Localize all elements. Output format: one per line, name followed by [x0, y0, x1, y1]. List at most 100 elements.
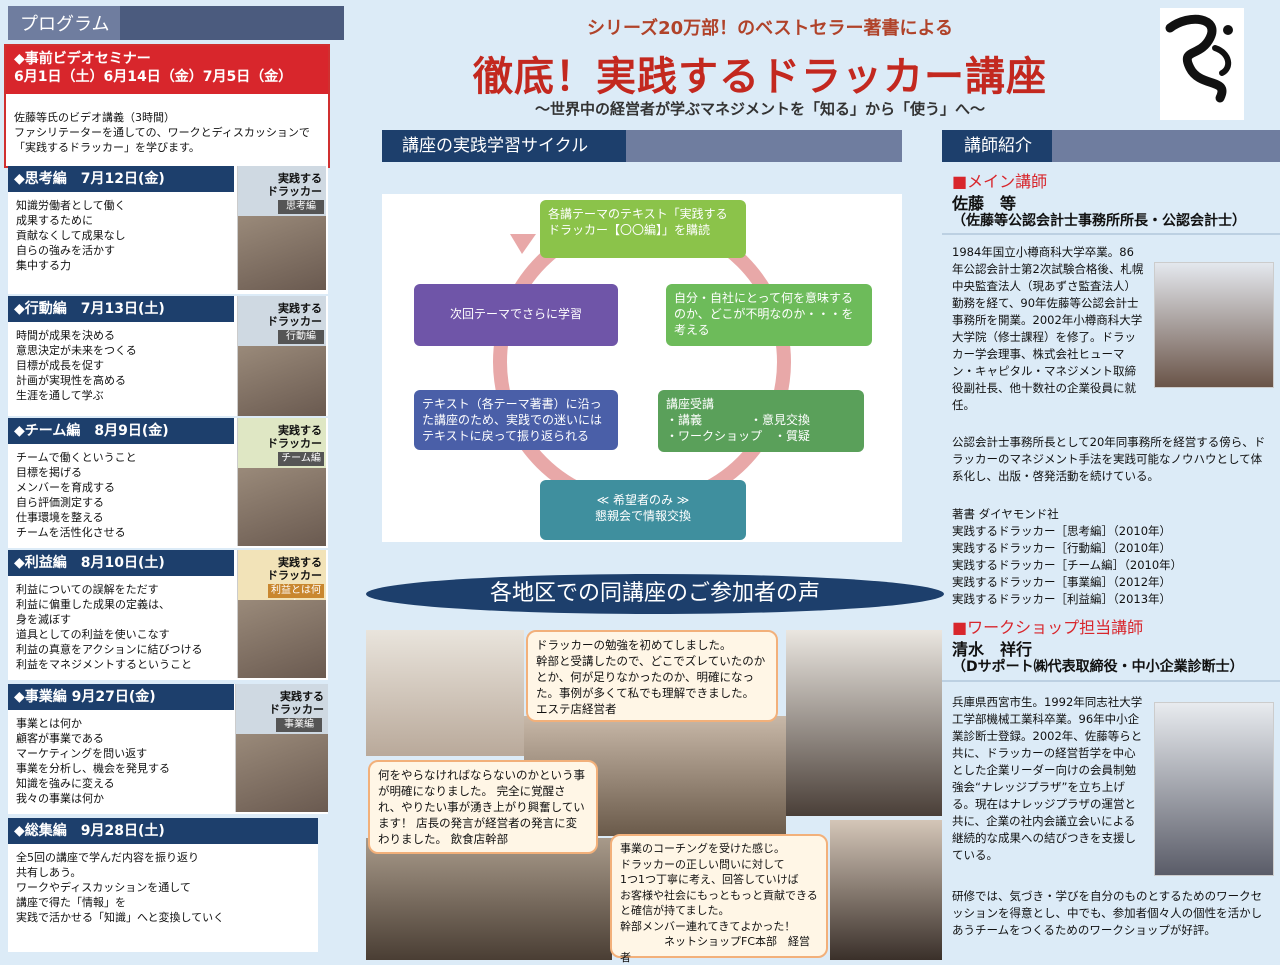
main-instructor-affiliation: （佐藤等公認会計士事務所所長・公認会計士） [952, 213, 1246, 229]
section-line: 仕事環境を整える [16, 511, 104, 524]
section-title: ◆事業編 9月27日(金) [8, 684, 234, 710]
section-line: 共有しあう。 [16, 866, 82, 879]
intro-seminar: ◆事前ビデオセミナー 6月1日（土）6月14日（金）7月5日（金） 佐藤等氏のビ… [4, 44, 330, 168]
main-instructor-label: ■メイン講師 [952, 172, 1048, 191]
cycle-diagram: 各講テーマのテキスト「実践するドラッカー【〇〇編】」を購読 自分・自社にとって何… [382, 194, 902, 542]
section-team: ◆チーム編 8月9日(金) チームで働くということ 目標を掲げる メンバーを育成… [8, 418, 328, 548]
book-band: 事業編 [276, 718, 322, 732]
section-line: 成果するために [16, 214, 93, 227]
ws-instructor-affiliation: （Dサポート㈱代表取締役・中小企業診断士） [952, 659, 1244, 675]
section-line: ワークやディスカッションを通して [16, 881, 191, 894]
photo-lecture-1 [366, 630, 524, 756]
cycle-step-social: ≪ 希望者のみ ≫ 懇親会で情報交換 [540, 480, 746, 540]
section-line: 我々の事業は何か [16, 792, 104, 805]
book-item: 実践するドラッカー［チーム編］（2010年） [952, 558, 1183, 572]
section-line: 利益についての誤解をただす [16, 583, 159, 596]
ws-instructor-name: 清水 祥行 [952, 640, 1033, 659]
section-line: 利益に偏重した成果の定義は、 [16, 598, 170, 611]
book-band: チーム編 [278, 452, 324, 466]
section-line: 目標を掲げる [16, 466, 82, 479]
section-line: メンバーを育成する [16, 481, 115, 494]
brush-logo-icon [1165, 14, 1233, 103]
main-instructor-bio-2: 公認会計士事務所長として20年同事務所を経営する傍ら、ドラッカーのマネジメント手… [952, 435, 1266, 483]
cycle-heading: 講座の実践学習サイクル [402, 136, 589, 156]
section-line: 利益をマネジメントするということ [16, 658, 192, 671]
section-line: 講座で得た「情報」を [16, 896, 126, 909]
section-line: 全5回の講座で学んだ内容を振り返り [16, 851, 199, 864]
book-item: 実践するドラッカー［行動編］（2010年） [952, 541, 1172, 555]
section-line: 集中する力 [16, 259, 71, 272]
page-title: 徹底！実践するドラッカー講座 [473, 54, 1047, 100]
section-thinking: ◆思考編 7月12日(金) 知識労働者として働く 成果するために 貢献なくして成… [8, 166, 328, 294]
ws-instructor-photo [1154, 702, 1274, 876]
book-band: 利益とは何か [268, 584, 324, 610]
instructors-heading-tab [942, 130, 1052, 162]
book-portrait [238, 600, 326, 678]
divider [942, 233, 1280, 235]
section-body: 時間が成果を決める 意思決定が未来をつくる 目標が成長を促す 計画が実現性を高め… [8, 322, 328, 403]
book-item: 実践するドラッカー［思考編］（2010年） [952, 524, 1172, 538]
intro-line: 佐藤等氏のビデオ講義（3時間） [14, 111, 175, 124]
voice-bubble-3: 事業のコーチングを受けた感じ。 ドラッカーの正しい問いに対して 1つ1つ丁寧に考… [610, 834, 828, 964]
section-body: チームで働くということ 目標を掲げる メンバーを育成する 自ら評価測定する 仕事… [8, 444, 328, 540]
instructors-heading: 講師紹介 [964, 136, 1032, 156]
section-line: 生涯を通して学ぶ [16, 389, 104, 402]
instructors-heading-fill [1052, 130, 1280, 162]
section-title: ◆利益編 8月10日(土) [8, 550, 234, 576]
section-line: チームで働くということ [16, 451, 137, 464]
book-portrait [238, 216, 326, 290]
main-instructor-photo [1154, 262, 1274, 388]
program-header: プログラム [8, 6, 344, 40]
section-line: 時間が成果を決める [16, 329, 115, 342]
book-title: 実践する ドラッカー [267, 424, 322, 450]
section-line: 知識を強みに変える [16, 777, 115, 790]
program-column: プログラム ◆事前ビデオセミナー 6月1日（土）6月14日（金）7月5日（金） … [0, 0, 345, 960]
book-band: 思考編 [278, 200, 324, 214]
books-label: 著書 ダイヤモンド社 [952, 507, 1059, 521]
book-title: 実践する ドラッカー [267, 172, 322, 198]
section-line: 貢献なくして成果なし [16, 229, 126, 242]
section-line: 道具としての利益を使いこなす [16, 628, 170, 641]
section-line: 意思決定が未来をつくる [16, 344, 137, 357]
section-line: 知識労働者として働く [16, 199, 126, 212]
section-line: 事業とは何か [16, 717, 82, 730]
divider [942, 680, 1280, 682]
section-body: 全5回の講座で学んだ内容を振り返り 共有しあう。 ワークやディスカッションを通し… [8, 844, 318, 925]
book-portrait [238, 468, 326, 546]
photo-participant [830, 820, 942, 960]
voices-heading: 各地区での同講座のご参加者の声 [366, 574, 944, 614]
section-line: 自らの強みを活かす [16, 244, 115, 257]
main-instructor-name: 佐藤 等 [952, 194, 1017, 213]
section-line: 計画が実現性を高める [16, 374, 126, 387]
section-title: ◆行動編 7月13日(土) [8, 296, 234, 322]
book-cover-team: 実践する ドラッカー チーム編 [237, 418, 326, 546]
intro-seminar-body: 佐藤等氏のビデオ講義（3時間） ファシリテーターを通しての、ワークとディスカッシ… [6, 94, 328, 155]
section-line: 身を滅ぼす [16, 613, 71, 626]
cycle-step-attend: 講座受講 ・講義 ・意見交換 ・ワークショップ ・質疑 [658, 390, 864, 452]
section-title: ◆チーム編 8月9日(金) [8, 418, 234, 444]
cycle-heading-tab [382, 130, 626, 162]
program-header-tab [8, 6, 120, 40]
section-body: 利益についての誤解をただす 利益に偏重した成果の定義は、 身を滅ぼす 道具として… [8, 576, 328, 672]
ws-instructor-bio-2: 研修では、気づき・学びを自分のものとするためのワークセッションを得意とし、中でも… [952, 889, 1263, 937]
cycle-heading-fill [626, 130, 902, 162]
section-profit: ◆利益編 8月10日(土) 利益についての誤解をただす 利益に偏重した成果の定義… [8, 550, 328, 680]
brush-logo [1160, 8, 1244, 120]
cycle-step-review: テキスト（各テーマ著書）に沿った講座のため、実践での迷いにはテキストに戻って振り… [414, 390, 618, 450]
instructors-heading-bar: 講師紹介 [942, 130, 1280, 162]
cycle-step-think: 自分・自社にとって何を意味するのか、どこが不明なのか・・・を考える [666, 284, 872, 346]
section-line: 顧客が事業である [16, 732, 104, 745]
section-line: チームを活性化させる [16, 526, 126, 539]
intro-seminar-dates: 6月1日（土）6月14日（金）7月5日（金） [14, 69, 293, 85]
section-line: 目標が成長を促す [16, 359, 104, 372]
intro-seminar-title: ◆事前ビデオセミナー [14, 51, 151, 67]
ws-instructor-bio: 兵庫県西宮市生。1992年同志社大学工学部機械工業科卒業。96年中小企業診断士登… [952, 695, 1143, 862]
section-action: ◆行動編 7月13日(土) 時間が成果を決める 意思決定が未来をつくる 目標が成… [8, 296, 328, 416]
book-item: 実践するドラッカー［利益編］（2013年） [952, 592, 1172, 606]
section-line: 実践で活かせる「知識」へと変換していく [16, 911, 225, 924]
book-cover-profit: 実践する ドラッカー 利益とは何か [237, 550, 326, 678]
ws-instructor-label: ■ワークショップ担当講師 [952, 618, 1144, 637]
book-title: 実践する ドラッカー [269, 690, 324, 716]
section-line: マーケティングを問い返す [16, 747, 148, 760]
section-line: 利益の真意をアクションに結びつける [16, 643, 203, 656]
